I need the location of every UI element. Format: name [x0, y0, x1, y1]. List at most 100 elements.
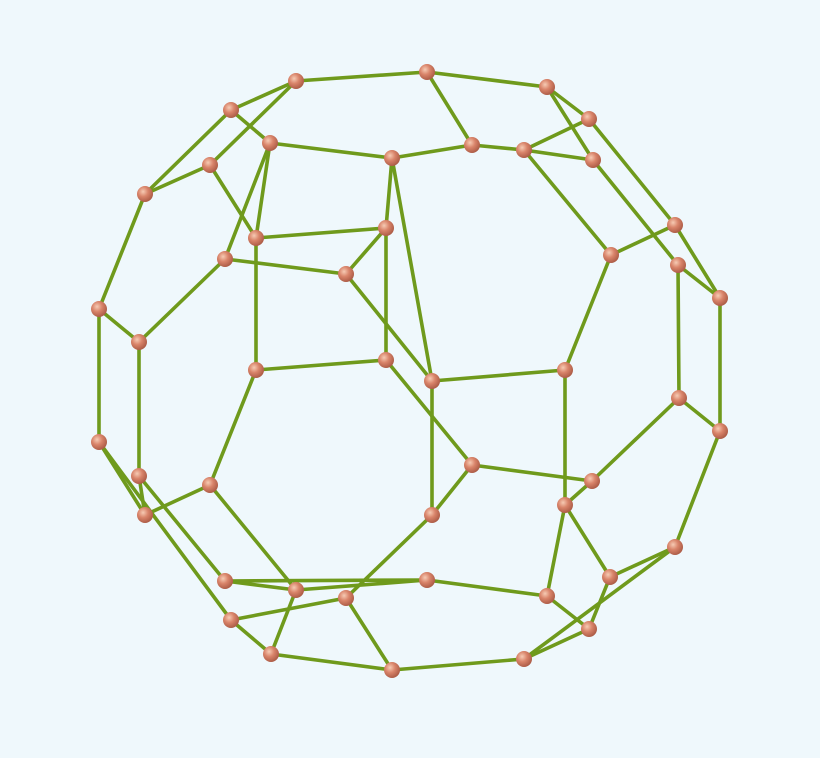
vertex-sphere: [137, 186, 153, 202]
edge: [384, 156, 394, 230]
vertex-sphere: [464, 137, 480, 153]
vertex-sphere: [262, 135, 278, 151]
edge: [97, 307, 141, 344]
edge: [344, 226, 388, 276]
vertex-sphere: [419, 572, 435, 588]
edge: [673, 223, 722, 300]
edge: [223, 257, 348, 276]
edge: [522, 148, 595, 162]
edge: [294, 70, 429, 83]
vertex-sphere: [131, 468, 147, 484]
vertex-sphere: [516, 651, 532, 667]
vertex-sphere: [248, 230, 264, 246]
vertex-sphere: [338, 590, 354, 606]
vertex-sphere: [516, 142, 532, 158]
edge: [229, 108, 272, 145]
edge: [268, 141, 394, 160]
edge: [545, 85, 591, 121]
edge: [137, 474, 227, 583]
vertex-sphere: [424, 373, 440, 389]
vertex-sphere: [131, 334, 147, 350]
edge: [384, 358, 474, 467]
vertex-sphere: [667, 539, 683, 555]
edge: [208, 79, 298, 167]
vertex-sphere: [667, 217, 683, 233]
vertex-sphere: [581, 111, 597, 127]
vertex-sphere: [263, 646, 279, 662]
edge: [254, 226, 388, 240]
vertex-sphere: [419, 64, 435, 80]
vertex-sphere: [539, 79, 555, 95]
edge: [254, 141, 272, 240]
edge: [269, 588, 298, 656]
vertex-sphere: [338, 266, 354, 282]
vertex-sphere: [539, 588, 555, 604]
vertex-sphere: [712, 290, 728, 306]
edge: [223, 578, 429, 583]
edge: [425, 70, 474, 147]
vertex-sphere: [384, 662, 400, 678]
edge: [470, 143, 526, 152]
vertex-sphere: [223, 612, 239, 628]
edge: [344, 596, 394, 672]
edge: [143, 163, 212, 196]
vertex-sphere: [557, 362, 573, 378]
vertex-sphere: [424, 507, 440, 523]
vertex-sphere: [581, 621, 597, 637]
vertex-sphere: [137, 507, 153, 523]
edge: [545, 594, 591, 631]
edge: [208, 163, 258, 240]
edge: [677, 396, 722, 433]
vertex-sphere: [557, 497, 573, 513]
edge: [223, 141, 272, 261]
vertex-sphere: [671, 390, 687, 406]
edge: [425, 578, 549, 598]
edge: [563, 253, 613, 372]
vertex-sphere: [202, 157, 218, 173]
vertex-sphere: [91, 434, 107, 450]
edge: [676, 263, 722, 300]
edge: [522, 627, 591, 661]
vertex-sphere: [217, 251, 233, 267]
edge: [390, 143, 474, 160]
edge: [673, 429, 722, 549]
edge: [676, 263, 681, 400]
edge: [590, 396, 681, 483]
edge: [269, 652, 394, 672]
vertex-sphere: [288, 582, 304, 598]
edge: [390, 657, 526, 672]
edge: [470, 463, 594, 483]
edge: [608, 545, 677, 579]
edges-group: [97, 70, 722, 672]
edge: [344, 272, 434, 383]
vertex-sphere: [202, 477, 218, 493]
vertex-sphere: [223, 102, 239, 118]
edge: [229, 79, 298, 112]
vertex-sphere: [584, 473, 600, 489]
edge: [430, 463, 474, 517]
edge: [430, 368, 567, 383]
vertex-sphere: [91, 301, 107, 317]
edge: [97, 440, 233, 622]
vertex-sphere: [378, 220, 394, 236]
edge: [522, 117, 591, 152]
edge: [143, 108, 233, 196]
edge: [208, 368, 258, 487]
edge: [390, 156, 434, 383]
vertex-sphere: [670, 257, 686, 273]
vertex-sphere: [602, 569, 618, 585]
vertex-sphere: [712, 423, 728, 439]
vertex-sphere: [378, 352, 394, 368]
edge: [545, 503, 567, 598]
edge: [609, 223, 677, 257]
edge: [97, 192, 147, 311]
vertex-sphere: [217, 573, 233, 589]
edge: [143, 483, 212, 517]
edge: [522, 148, 613, 257]
edge: [591, 158, 680, 267]
edge: [563, 503, 612, 579]
vertex-sphere: [585, 152, 601, 168]
edge: [294, 578, 429, 592]
edge: [587, 117, 677, 227]
